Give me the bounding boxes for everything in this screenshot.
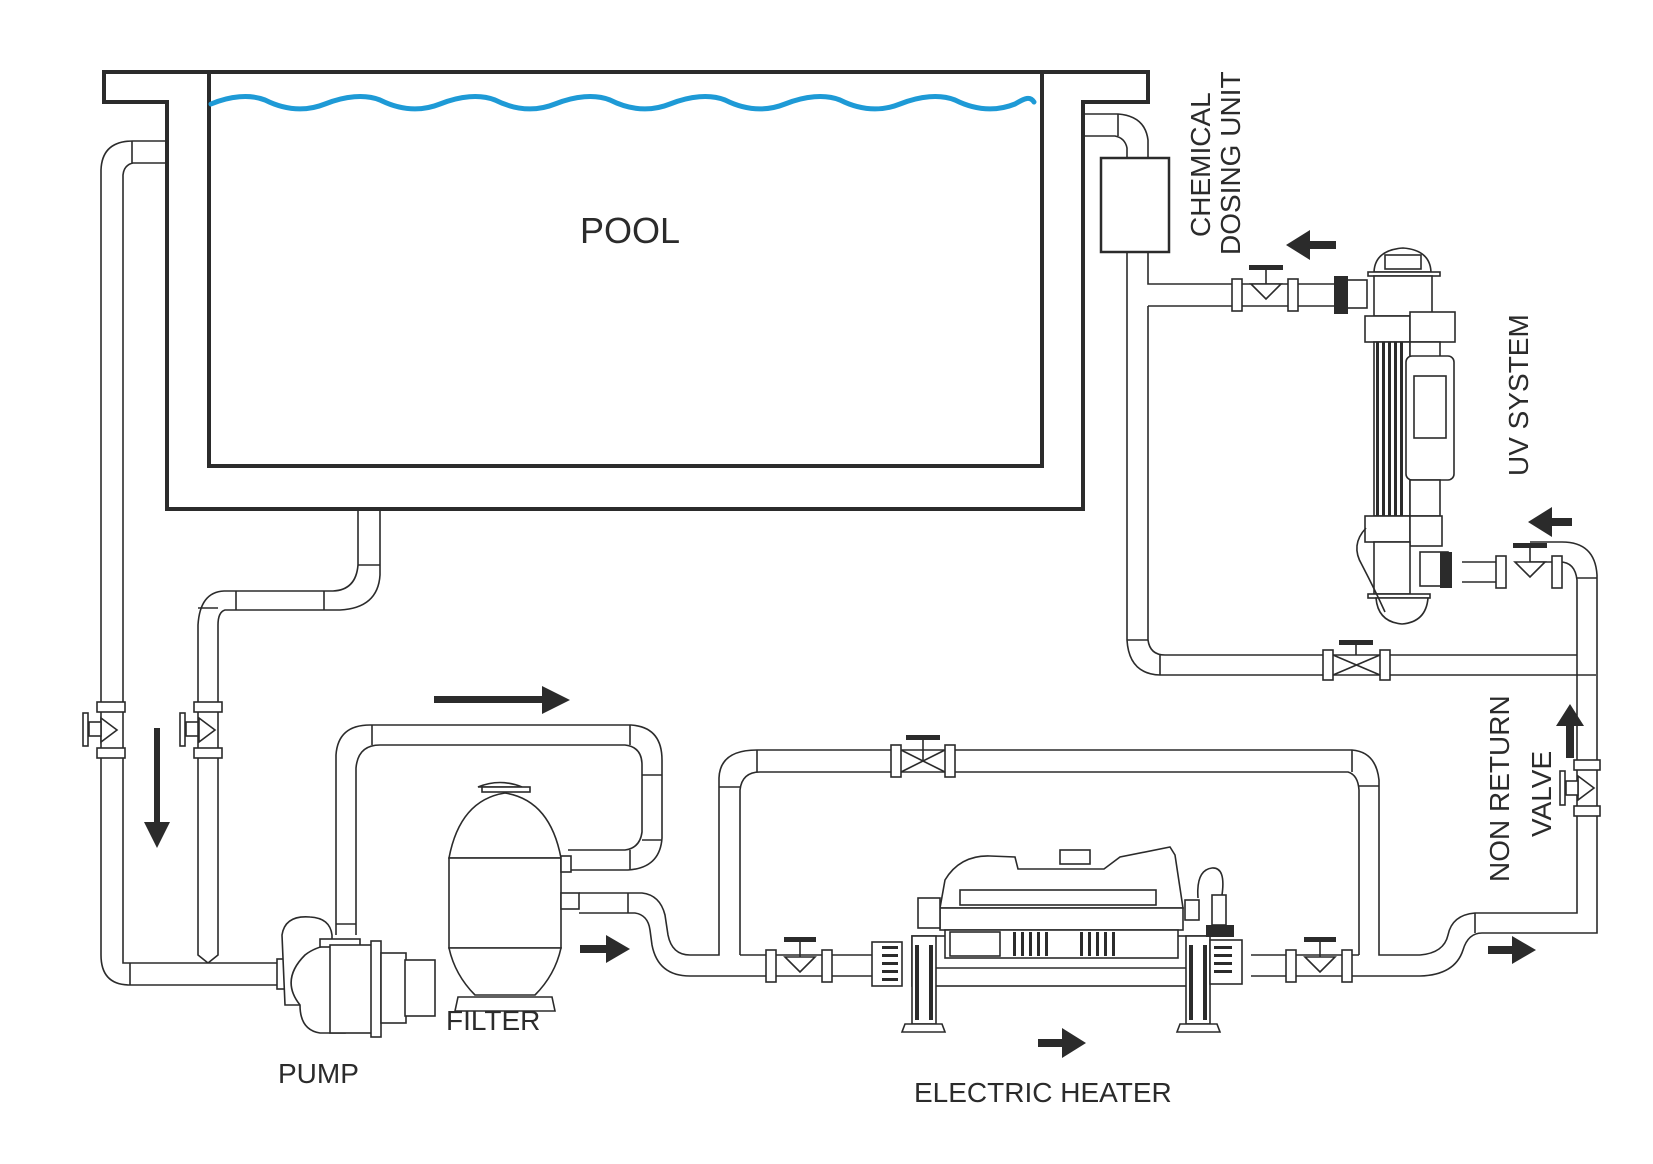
- uv-system[interactable]: UV SYSTEM: [1334, 247, 1534, 625]
- pump[interactable]: PUMP: [276, 724, 663, 1089]
- flow-arrow-right-top: [434, 686, 570, 714]
- filter-label: FILTER: [446, 1005, 540, 1036]
- chemical-dosing-unit[interactable]: CHEMICAL DOSING UNIT: [1083, 71, 1246, 255]
- pump-label: PUMP: [278, 1058, 359, 1089]
- suction-valve-right[interactable]: [179, 701, 223, 759]
- return-piping: NON RETURN VALVE: [1419, 541, 1598, 977]
- bypass-valve[interactable]: [890, 735, 956, 778]
- non-return-valve[interactable]: [1559, 759, 1601, 817]
- pool-outer-wall: [102, 70, 1150, 511]
- heater-piping: [700, 749, 1420, 977]
- electric-heater[interactable]: ELECTRIC HEATER: [871, 846, 1243, 1108]
- uv-system-label: UV SYSTEM: [1503, 314, 1534, 476]
- flow-arrow-right-filter: [580, 935, 630, 963]
- uv-outlet-valve[interactable]: [1231, 265, 1299, 312]
- flow-arrow-left-uv-outlet: [1286, 230, 1336, 260]
- pool-structure: POOL: [102, 70, 1150, 511]
- heater-outlet-valve[interactable]: [1285, 937, 1353, 983]
- electric-heater-label: ELECTRIC HEATER: [914, 1077, 1172, 1108]
- suction-valve-left[interactable]: [82, 701, 126, 759]
- heater-inlet-valve[interactable]: [765, 937, 833, 983]
- non-return-valve-label-line1: NON RETURN: [1484, 695, 1515, 882]
- pool-basin: [207, 72, 1044, 468]
- pool-label: POOL: [580, 210, 680, 251]
- water-surface: [208, 94, 1037, 112]
- suction-pipes: [100, 140, 381, 986]
- chemical-dosing-label-line1: CHEMICAL: [1185, 92, 1216, 237]
- uv-bypass-valve[interactable]: [1322, 640, 1391, 681]
- non-return-valve-label-line2: VALVE: [1526, 751, 1557, 837]
- chemical-dosing-label-line2: DOSING UNIT: [1215, 71, 1246, 255]
- flow-arrow-left-uv-inlet: [1528, 507, 1572, 537]
- flow-arrow-right-heater: [1038, 1028, 1086, 1058]
- filter[interactable]: FILTER: [446, 781, 700, 1037]
- flow-arrow-up: [1556, 704, 1584, 758]
- uv-inlet-valve[interactable]: [1462, 543, 1563, 589]
- flow-arrow-right-return: [1488, 936, 1536, 964]
- flow-arrow-down: [144, 728, 170, 848]
